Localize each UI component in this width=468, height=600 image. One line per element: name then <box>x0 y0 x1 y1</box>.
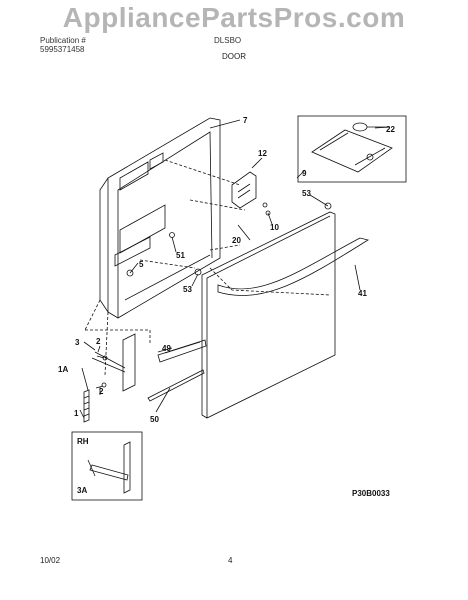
footer-page-number: 4 <box>228 556 233 565</box>
callout-51: 51 <box>176 251 185 260</box>
callout-50: 50 <box>150 415 159 424</box>
footer-date: 10/02 <box>40 556 61 565</box>
hinge-spring <box>83 389 90 423</box>
diagram-code: P30B0033 <box>352 489 390 498</box>
callout-49: 49 <box>162 344 171 353</box>
latch-bracket <box>231 171 257 209</box>
callout-41: 41 <box>358 289 367 298</box>
callout-2b: 2 <box>99 387 104 396</box>
hinge-bracket <box>122 333 136 392</box>
callout-9: 9 <box>302 169 307 178</box>
callout-12: 12 <box>258 149 267 158</box>
publication-label: Publication # <box>40 36 86 45</box>
callout-20: 20 <box>232 236 241 245</box>
callout-53: 53 <box>302 189 311 198</box>
publication-number: 5995371458 <box>40 45 85 54</box>
inset-dispenser-box <box>297 115 407 183</box>
page-title: DOOR <box>222 52 246 61</box>
callout-5: 5 <box>139 260 144 269</box>
callout-22: 22 <box>386 125 395 134</box>
callout-7: 7 <box>243 116 248 125</box>
watermark: AppliancePartsPros.com <box>62 2 406 33</box>
callout-10: 10 <box>270 223 279 232</box>
callout-3A: 3A <box>77 486 87 495</box>
hinge-link <box>147 369 205 402</box>
model-number: DLSBO <box>214 36 242 45</box>
callout-2: 2 <box>96 337 101 346</box>
callout-RH: RH <box>77 437 89 446</box>
door-handle <box>217 237 370 296</box>
callout-1A: 1A <box>58 365 68 374</box>
outer-door-panel <box>201 211 336 419</box>
callout-3: 3 <box>75 338 80 347</box>
callout-1: 1 <box>74 409 79 418</box>
inset-rh-hinge-box <box>71 431 143 501</box>
callout-53b: 53 <box>183 285 192 294</box>
inner-door-panel <box>107 117 221 319</box>
